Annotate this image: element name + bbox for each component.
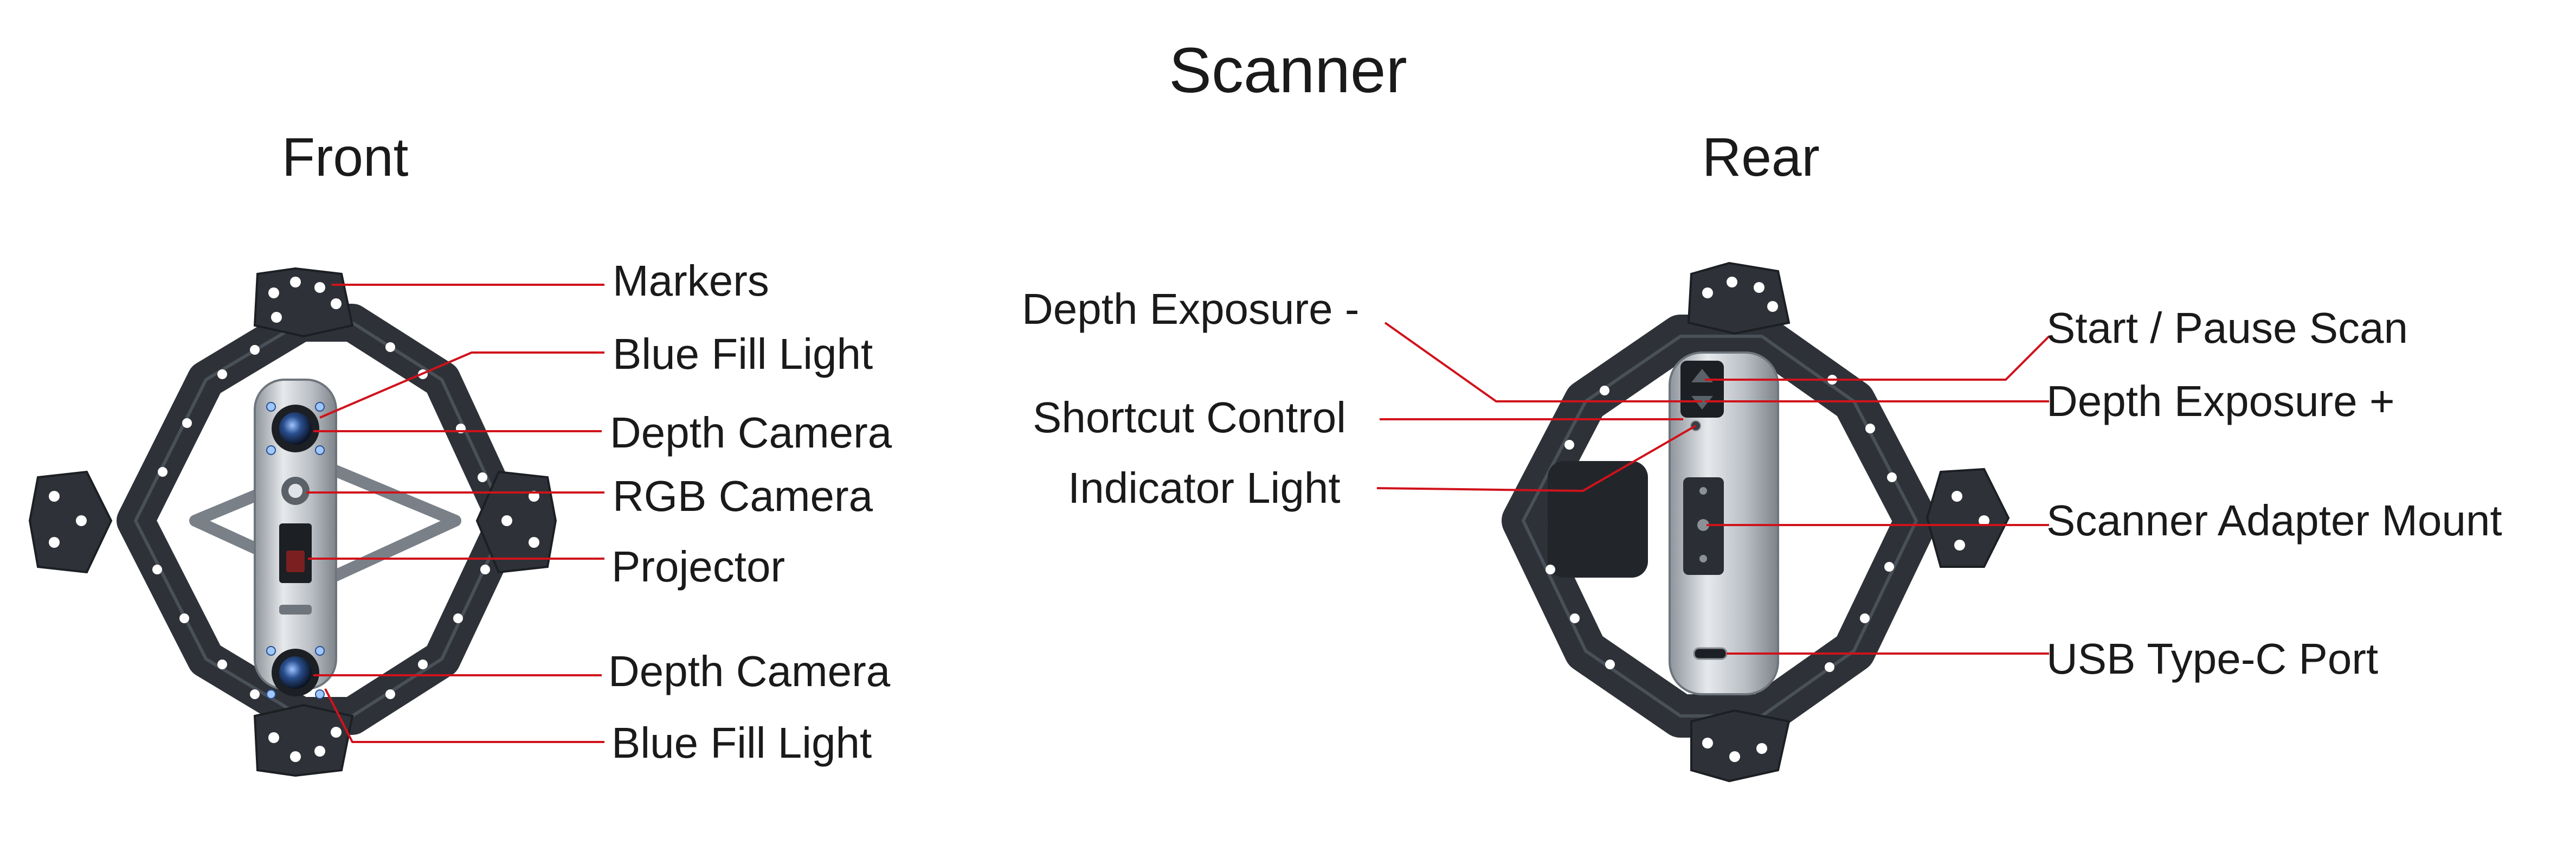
front-scanner-image	[28, 267, 557, 777]
label-rgb-camera: RGB Camera	[613, 472, 873, 520]
front-leader-lines	[306, 284, 604, 743]
leader-start-pause-scan	[1705, 335, 2050, 381]
label-depth-camera-bottom: Depth Camera	[608, 647, 891, 695]
label-markers: Markers	[613, 257, 769, 305]
rear-usb-port	[1693, 647, 1728, 660]
rear-handle	[1548, 461, 1648, 578]
label-shortcut-control: Shortcut Control	[1033, 393, 1347, 442]
front-heading: Front	[282, 127, 409, 188]
diagram-title: Scanner	[1169, 35, 1407, 106]
rear-heading: Rear	[1702, 127, 1820, 188]
rear-leader-lines	[1376, 322, 2050, 655]
label-scanner-adapter-mount: Scanner Adapter Mount	[2046, 496, 2502, 545]
front-blue-fill-light-top	[266, 402, 325, 455]
leader-depth-exposure-minus	[1384, 322, 1702, 402]
rear-marker-pods	[1687, 261, 2010, 783]
label-depth-exposure-minus: Depth Exposure -	[1022, 285, 1360, 333]
front-blue-fill-light-bottom	[266, 646, 325, 699]
label-blue-fill-light-top: Blue Fill Light	[613, 330, 873, 378]
front-marker-dots	[49, 277, 539, 762]
rear-scanner-image	[1502, 261, 2010, 783]
label-usb-type-c-port: USB Type-C Port	[2046, 635, 2379, 683]
label-depth-exposure-plus: Depth Exposure +	[2046, 377, 2395, 425]
label-projector: Projector	[611, 542, 785, 591]
rear-marker-dots	[1545, 277, 1989, 762]
leader-blue-fill-light-bottom	[324, 688, 604, 743]
rear-shortcut-control	[1680, 361, 1724, 418]
label-start-pause-scan: Start / Pause Scan	[2046, 304, 2408, 352]
label-indicator-light: Indicator Light	[1068, 464, 1341, 512]
label-blue-fill-light-bottom: Blue Fill Light	[611, 719, 872, 767]
label-depth-camera-top: Depth Camera	[610, 408, 892, 457]
leader-indicator-light	[1376, 425, 1696, 492]
leader-blue-fill-light-top	[319, 351, 604, 419]
